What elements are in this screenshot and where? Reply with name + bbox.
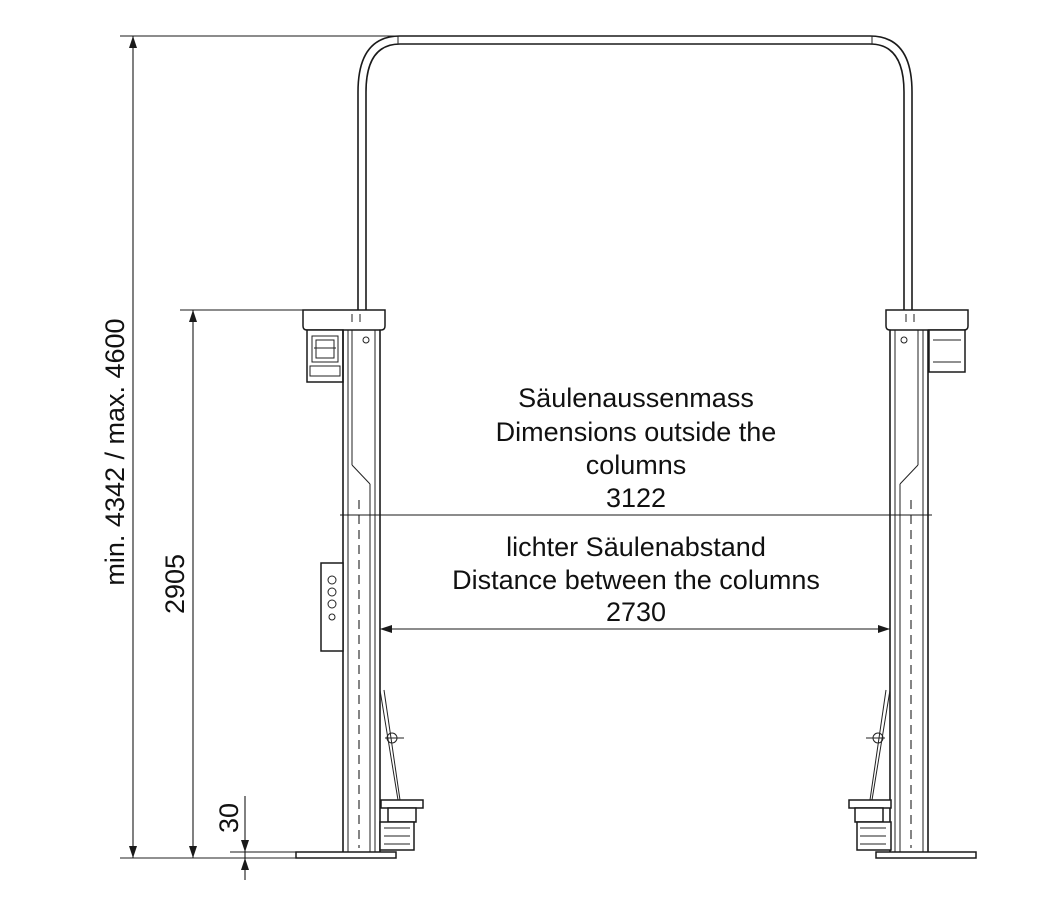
overall-height-label: min. 4342 / max. 4600 <box>100 318 130 585</box>
column-height-label: 2905 <box>160 554 190 614</box>
left-motor <box>306 329 344 383</box>
inner-width-dimension: lichter Säulenabstand Distance between t… <box>380 532 890 633</box>
right-motor <box>928 329 966 373</box>
inner-label-line2: Distance between the columns <box>452 565 820 595</box>
control-box <box>320 562 344 652</box>
overall-height-dimension: min. 4342 / max. 4600 <box>100 35 400 858</box>
inner-label-line1: lichter Säulenabstand <box>506 532 766 562</box>
outer-label-line3: columns <box>586 450 687 480</box>
left-column <box>295 309 424 859</box>
base-offset-dimension: 30 <box>214 796 296 880</box>
right-column <box>848 309 977 859</box>
left-arm-pad <box>379 799 424 851</box>
inner-width-value: 2730 <box>606 597 666 627</box>
outer-label-line2: Dimensions outside the <box>496 417 777 447</box>
outer-width-dimension: Säulenaussenmass Dimensions outside the … <box>340 383 932 516</box>
outer-width-value: 3122 <box>606 483 666 513</box>
base-offset-label: 30 <box>214 803 244 833</box>
column-height-dimension: 2905 <box>160 309 303 858</box>
right-arm-pad <box>848 799 892 851</box>
overhead-gantry <box>357 35 913 311</box>
outer-label-line1: Säulenaussenmass <box>518 383 754 413</box>
